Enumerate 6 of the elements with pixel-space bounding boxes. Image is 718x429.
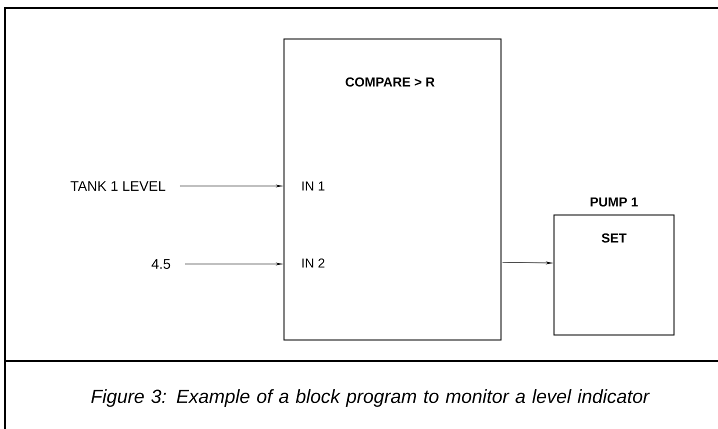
function-block: COMPARE > R IN 1 IN 2 bbox=[284, 38, 502, 340]
function-block: PUMP 1 SET bbox=[554, 197, 674, 336]
figure-caption: Figure 3: Example of a block program to monitor a level indicator bbox=[91, 389, 650, 407]
input-label: 4.5 bbox=[152, 259, 170, 269]
input-label: TANK 1 LEVEL bbox=[70, 181, 166, 191]
node-label: PUMP 1 bbox=[590, 197, 638, 207]
